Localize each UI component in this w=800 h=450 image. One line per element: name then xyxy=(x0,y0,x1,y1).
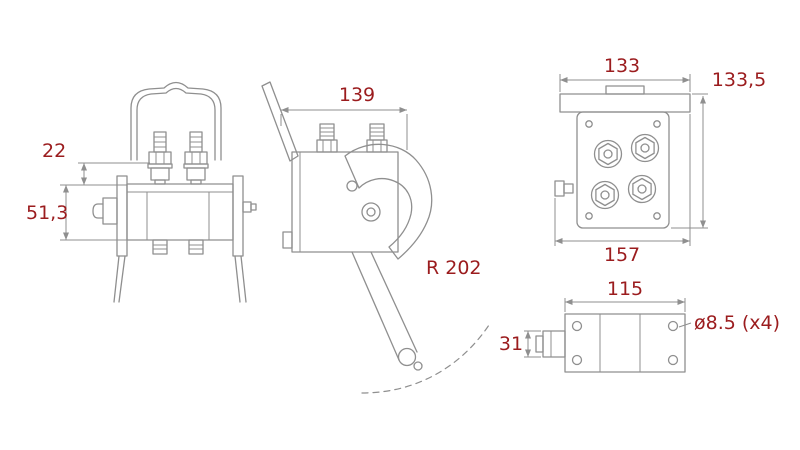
hex-fitting xyxy=(630,133,660,163)
corner-screw xyxy=(585,120,593,128)
dim-label-133-5: 133,5 xyxy=(712,69,766,91)
arm-end xyxy=(397,347,417,367)
arm-knob xyxy=(413,361,423,371)
flange-right xyxy=(232,175,244,257)
side-connector xyxy=(92,197,118,225)
dim-label-133: 133 xyxy=(604,55,640,77)
top-plate xyxy=(559,93,691,113)
mount-plate xyxy=(564,313,686,373)
thread-hatch xyxy=(154,136,166,148)
handle-outer xyxy=(130,81,222,161)
corner-screw xyxy=(585,212,593,220)
mount-hole xyxy=(667,354,679,366)
pin-hole xyxy=(346,180,358,192)
body-step xyxy=(282,231,293,249)
hex-fitting xyxy=(590,180,620,210)
corner-screw xyxy=(653,120,661,128)
swing-arc xyxy=(361,324,490,394)
front-view: 22 51,3 xyxy=(26,81,257,303)
bottom-stud-left xyxy=(152,239,168,255)
valve-face-view: 133 133,5 xyxy=(554,55,766,266)
dim-label-31: 31 xyxy=(499,333,523,355)
base-plate-view: 115 31 ø8.5 (x4) xyxy=(499,278,780,373)
thread-hatch xyxy=(190,136,202,148)
corner-screw xyxy=(653,212,661,220)
side-block xyxy=(535,330,566,358)
handle-inner xyxy=(136,87,216,161)
hex-fitting xyxy=(627,174,657,204)
flange-left xyxy=(116,175,128,257)
dim-label-51-3: 51,3 xyxy=(26,202,68,224)
top-stud-right xyxy=(366,123,388,153)
bottom-stud-right xyxy=(188,239,204,255)
dim-label-hole-note: ø8.5 (x4) xyxy=(694,312,780,334)
operating-arm xyxy=(351,251,418,361)
hex-fitting xyxy=(593,139,623,169)
mount-hole xyxy=(571,354,583,366)
dim-label-r202: R 202 xyxy=(426,257,482,279)
dim-label-139: 139 xyxy=(339,84,375,106)
mount-hole xyxy=(667,320,679,332)
pivot-hole xyxy=(361,202,381,222)
release-lever xyxy=(261,81,299,162)
top-stud-left xyxy=(316,123,338,153)
leg-right xyxy=(234,255,247,303)
leg-left xyxy=(113,255,126,303)
hook-side-view: 139 R 202 xyxy=(261,81,490,394)
tow-hook xyxy=(344,143,433,260)
side-bolt-head xyxy=(554,180,574,197)
dim-label-22: 22 xyxy=(42,140,66,162)
mount-hole xyxy=(571,320,583,332)
valve-face-body xyxy=(576,111,670,229)
leader-line xyxy=(678,322,692,328)
bolt-stack-left xyxy=(147,131,173,185)
hook-body xyxy=(291,151,399,253)
bolt-stack-right xyxy=(183,131,209,185)
dim-label-157: 157 xyxy=(604,244,640,266)
plate-tab xyxy=(605,85,645,95)
side-bolt xyxy=(242,201,257,213)
dim-label-115: 115 xyxy=(607,278,643,300)
